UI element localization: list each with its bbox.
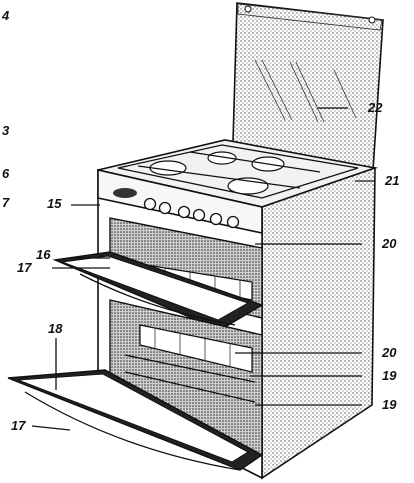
callout-3: 3 — [2, 123, 10, 138]
callout-4: 4 — [2, 8, 10, 23]
lower-door-handle — [24, 391, 241, 471]
callout-22: 22 — [368, 100, 383, 115]
lower-oven — [109, 299, 263, 457]
control-panel — [113, 188, 240, 229]
lower-oven-door — [7, 369, 264, 471]
callout-21: 21 — [385, 173, 400, 188]
callout-17-lower: 17 — [11, 418, 26, 433]
callout-20-upper: 20 — [382, 236, 397, 251]
shelf-runners — [124, 354, 256, 403]
callout-7: 7 — [2, 195, 10, 210]
callout-6: 6 — [2, 166, 10, 181]
leader-lines — [31, 107, 375, 431]
control-knobs — [143, 197, 240, 229]
callout-16: 16 — [36, 247, 51, 262]
upper-oven-door — [52, 251, 264, 331]
callout-17-upper: 17 — [17, 260, 32, 275]
callout-18: 18 — [48, 321, 63, 336]
callout-15: 15 — [47, 196, 62, 211]
upper-door-handle — [79, 273, 236, 326]
lower-oven-rack — [139, 324, 253, 373]
callout-20-lower: 20 — [382, 345, 397, 360]
callout-19-upper: 19 — [382, 368, 397, 383]
callout-19-lower: 19 — [382, 397, 397, 412]
